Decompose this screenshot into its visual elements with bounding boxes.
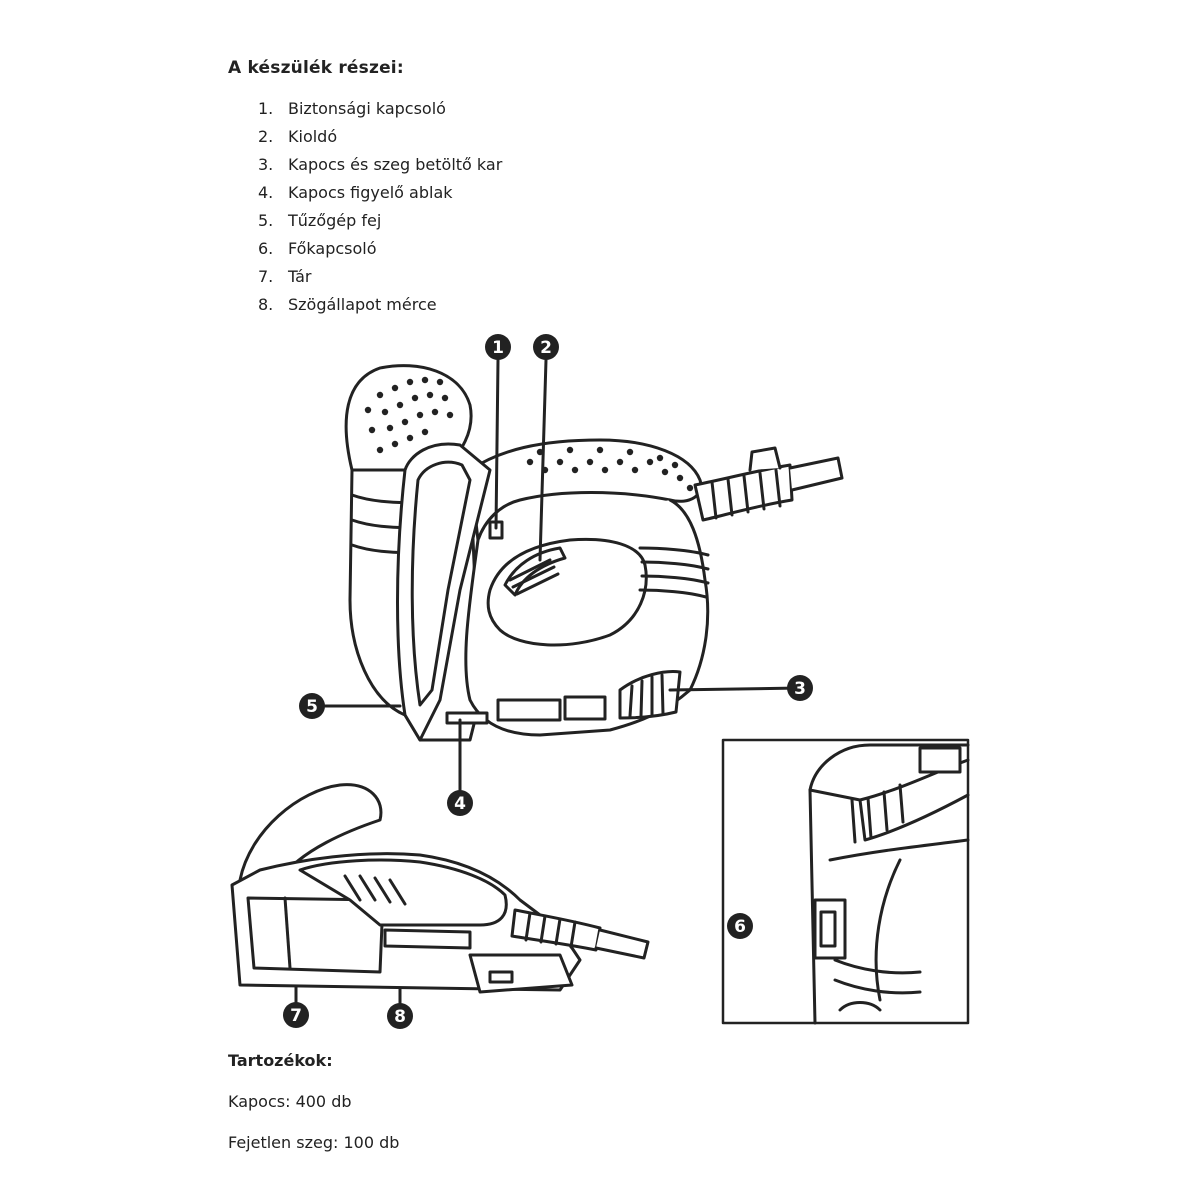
list-item: 7. Tár (258, 263, 502, 291)
callout-badge: 6 (727, 913, 753, 939)
accessory-item: Kapocs: 400 db (228, 1092, 352, 1111)
accessories-heading: Tartozékok: (228, 1051, 333, 1070)
item-number: 8. (258, 295, 274, 314)
item-number: 4. (258, 183, 274, 202)
item-label: Kapocs figyelő ablak (288, 183, 453, 202)
list-item: 5. Tűzőgép fej (258, 207, 502, 235)
item-number: 2. (258, 127, 274, 146)
parts-list: 1. Biztonsági kapcsoló 2. Kioldó 3. Kapocs … (258, 95, 502, 319)
svg-text:2: 2 (540, 338, 552, 358)
stapler-main-illustration (344, 364, 844, 742)
item-number: 5. (258, 211, 274, 230)
svg-text:4: 4 (454, 794, 466, 814)
parts-heading: A készülék részei: (228, 58, 404, 78)
item-number: 3. (258, 155, 274, 174)
svg-text:5: 5 (306, 697, 318, 717)
svg-text:6: 6 (734, 917, 746, 937)
svg-text:7: 7 (290, 1006, 302, 1026)
item-label: Biztonsági kapcsoló (288, 99, 446, 118)
item-label: Főkapcsoló (288, 239, 377, 258)
callout-badge: 8 (387, 1003, 413, 1029)
svg-text:8: 8 (394, 1007, 406, 1027)
callout-badge: 3 (787, 675, 813, 701)
item-label: Tár (288, 267, 312, 286)
svg-text:3: 3 (794, 679, 806, 699)
stapler-magazine-illustration (230, 783, 650, 994)
item-label: Szögállapot mérce (288, 295, 437, 314)
callout-badge: 1 (485, 334, 511, 360)
callout-badge: 4 (447, 790, 473, 816)
list-item: 8. Szögállapot mérce (258, 291, 502, 319)
item-number: 7. (258, 267, 274, 286)
item-number: 1. (258, 99, 274, 118)
list-item: 4. Kapocs figyelő ablak (258, 179, 502, 207)
accessory-item: Fejetlen szeg: 100 db (228, 1133, 400, 1152)
svg-text:1: 1 (492, 338, 504, 358)
item-label: Kioldó (288, 127, 338, 146)
list-item: 1. Biztonsági kapcsoló (258, 95, 502, 123)
callout-badge: 5 (299, 693, 325, 719)
item-label: Tűzőgép fej (288, 211, 382, 230)
callout-badge: 2 (533, 334, 559, 360)
list-item: 3. Kapocs és szeg betöltő kar (258, 151, 502, 179)
list-item: 6. Főkapcsoló (258, 235, 502, 263)
item-label: Kapocs és szeg betöltő kar (288, 155, 503, 174)
callout-badge: 7 (283, 1002, 309, 1028)
main-switch-inset (721, 738, 970, 1025)
list-item: 2. Kioldó (258, 123, 502, 151)
callout-badges: 1 2 3 4 5 6 7 8 (283, 334, 813, 1029)
item-number: 6. (258, 239, 274, 258)
